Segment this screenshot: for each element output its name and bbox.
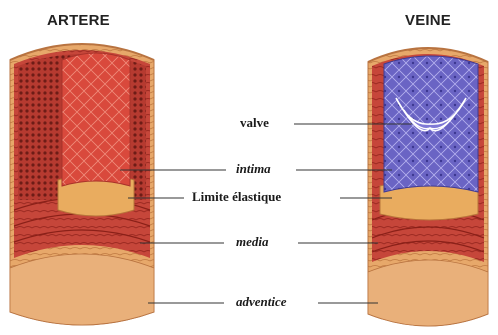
label-media: media <box>236 234 269 250</box>
artery-drawing <box>10 44 154 325</box>
label-intima: intima <box>236 161 271 177</box>
artery-title: ARTERE <box>47 12 110 29</box>
vein-title: VEINE <box>405 12 451 29</box>
vein-drawing <box>368 48 488 326</box>
label-adventice: adventice <box>236 294 287 310</box>
artery-intima <box>62 53 130 186</box>
label-valve: valve <box>240 115 269 131</box>
label-elastic-limit: Limite élastique <box>192 189 281 205</box>
